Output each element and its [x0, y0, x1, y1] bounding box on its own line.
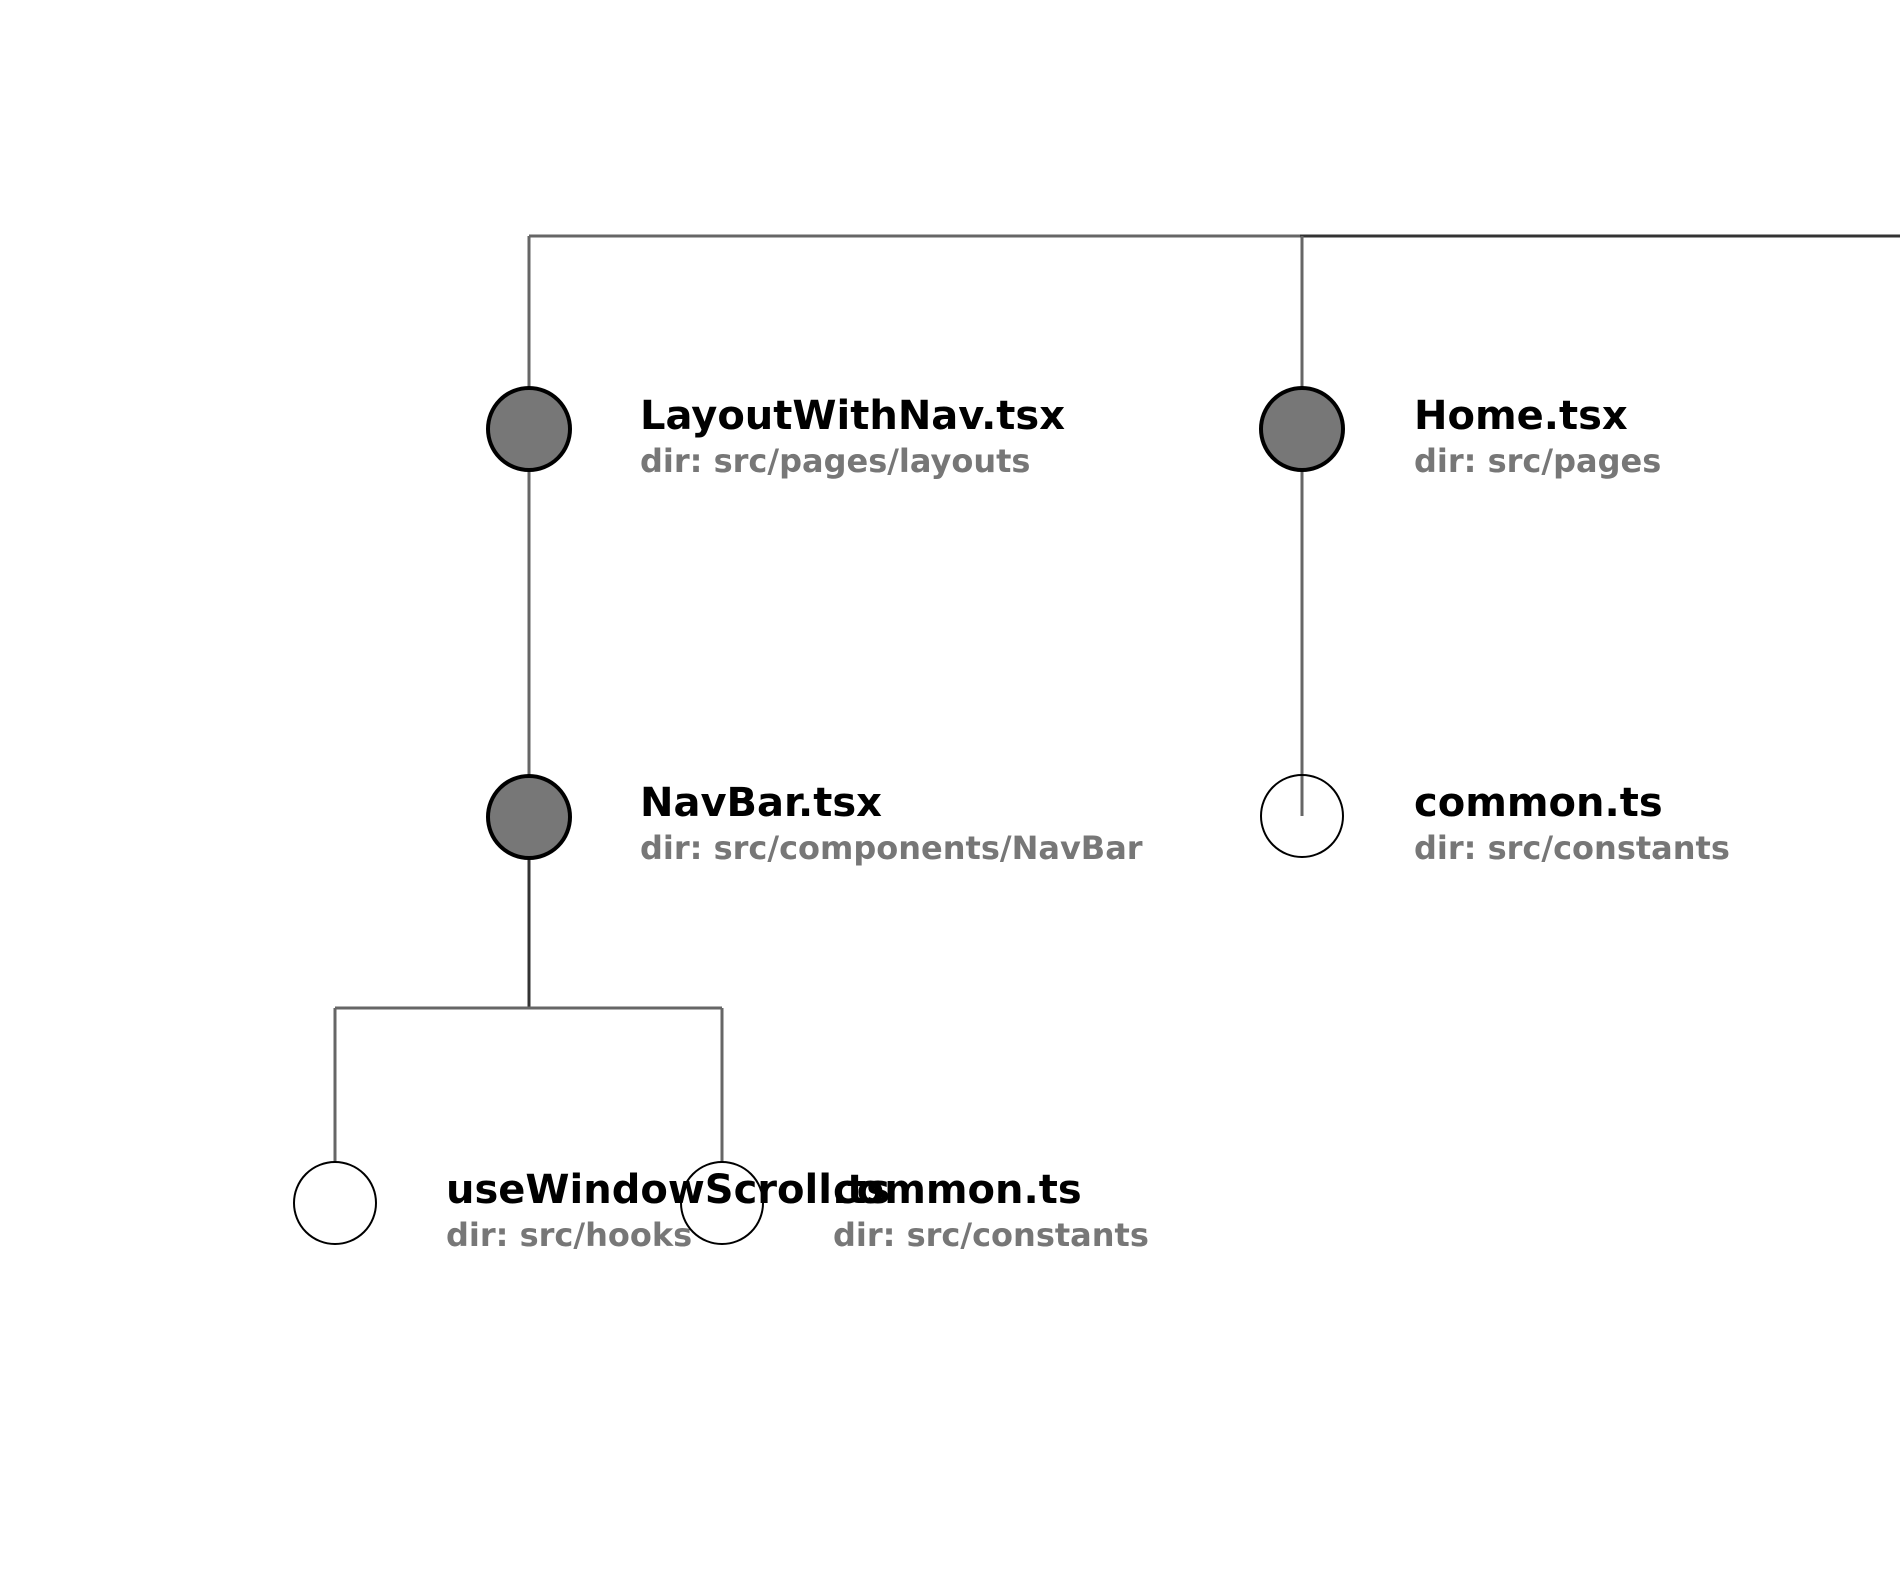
node-marker-expanded[interactable] — [1259, 386, 1345, 472]
node-dir: dir: src/pages — [1414, 442, 1661, 480]
node-name: common.ts — [833, 1167, 1082, 1213]
tree-node-common-home[interactable]: common.ts dir: src/constants — [1260, 774, 1730, 867]
node-dir: dir: src/constants — [833, 1216, 1149, 1254]
node-name: Home.tsx — [1414, 393, 1628, 439]
node-dir: dir: src/constants — [1414, 829, 1730, 867]
tree-node-home[interactable]: Home.tsx dir: src/pages — [1259, 386, 1661, 480]
node-marker-leaf[interactable] — [1260, 774, 1344, 858]
node-marker-leaf[interactable] — [293, 1161, 377, 1245]
tree-node-common-navbar[interactable]: common.ts dir: src/constants — [680, 1161, 1149, 1254]
node-dir: dir: src/components/NavBar — [640, 829, 1143, 867]
node-name: useWindowScroll.ts — [446, 1167, 890, 1213]
tree-node-usewindowscroll[interactable]: useWindowScroll.ts dir: src/hooks — [293, 1161, 890, 1254]
node-name: common.ts — [1414, 780, 1663, 826]
node-marker-leaf[interactable] — [680, 1161, 764, 1245]
tree-node-layoutwithnav[interactable]: LayoutWithNav.tsx dir: src/pages/layouts — [486, 386, 1065, 480]
node-name: LayoutWithNav.tsx — [640, 393, 1065, 439]
node-name: NavBar.tsx — [640, 780, 882, 826]
tree-edges — [333, 234, 1900, 1163]
node-dir: dir: src/pages/layouts — [640, 442, 1030, 480]
node-dir: dir: src/hooks — [446, 1216, 692, 1254]
tree-node-navbar[interactable]: NavBar.tsx dir: src/components/NavBar — [486, 774, 1143, 867]
node-marker-expanded[interactable] — [486, 386, 572, 472]
node-marker-expanded[interactable] — [486, 774, 572, 860]
